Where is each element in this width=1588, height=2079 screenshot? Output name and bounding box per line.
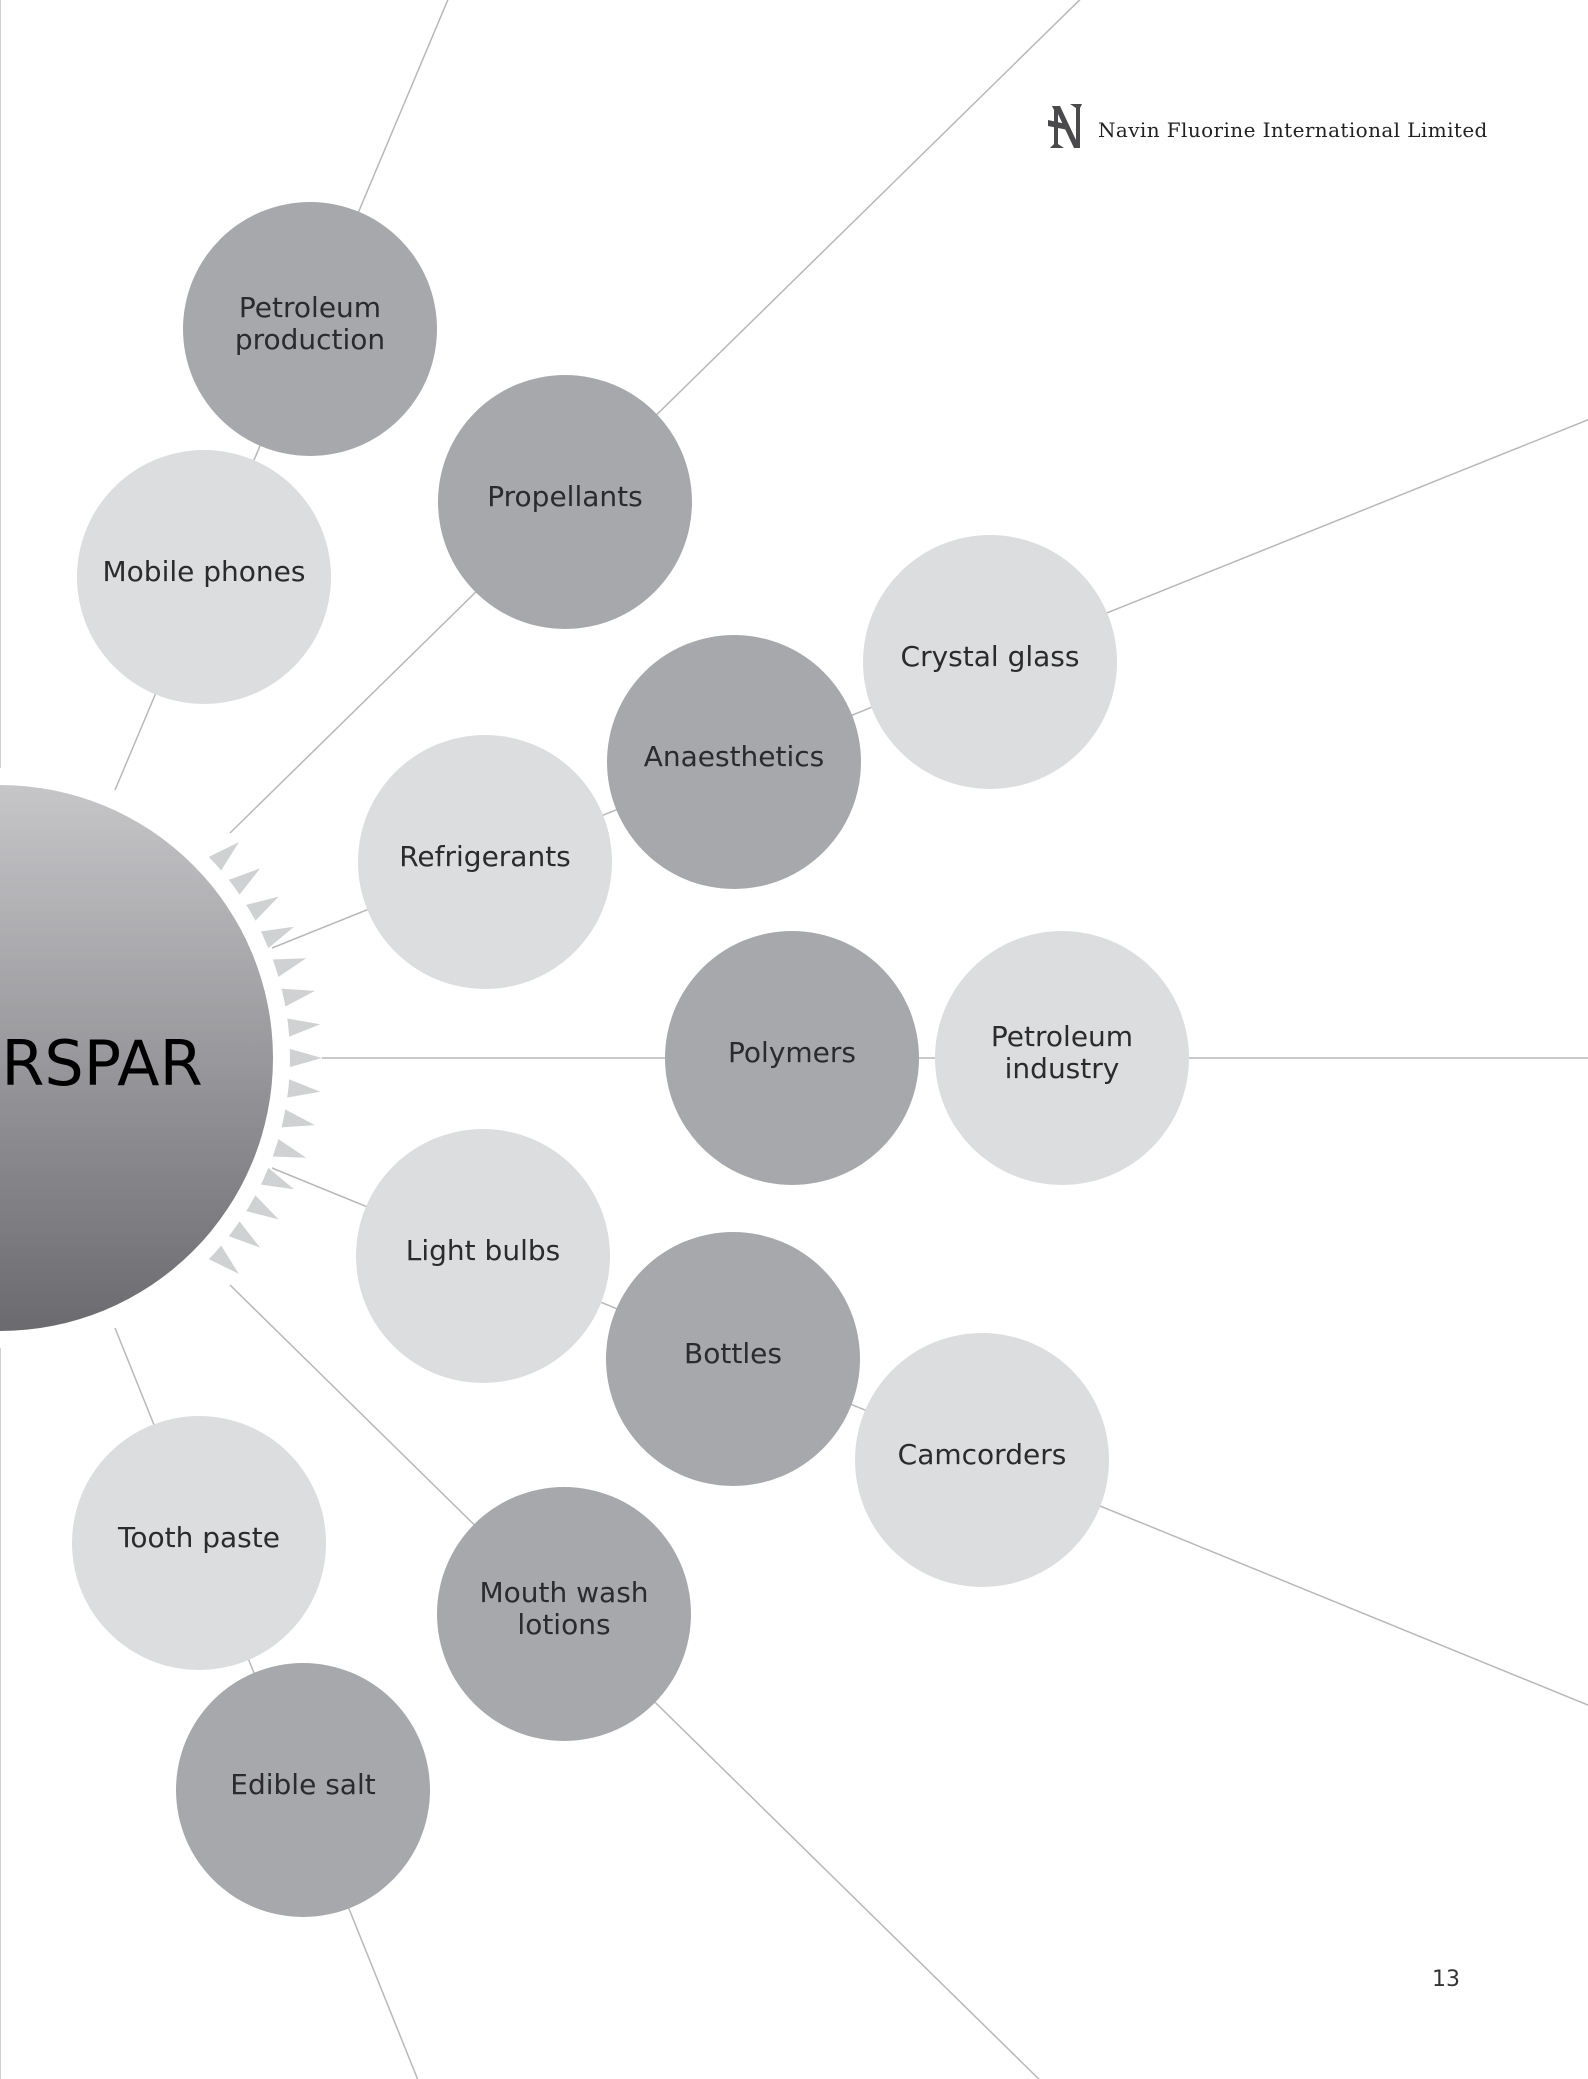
bubble-circle [437,1487,691,1741]
hub-spike [277,1107,315,1128]
hub-spike [283,1017,321,1039]
bubble-label: Bottles [684,1337,782,1370]
bubble-label: production [235,323,385,356]
bubble-anaesthetics: Anaesthetics [607,635,861,889]
bubble-edible-salt: Edible salt [176,1663,430,1917]
bubble-circle [183,202,437,456]
bubble-circle [855,1333,1109,1587]
bubble-label: Polymers [728,1036,856,1069]
bubble-label: Crystal glass [901,640,1080,673]
bubble-label: Tooth paste [117,1521,280,1554]
bubble-bottles: Bottles [606,1232,860,1486]
bubble-propellants: Propellants [438,375,692,629]
hub-spike [277,988,315,1009]
bubble-circle [356,1129,610,1383]
bubble-circle [606,1232,860,1486]
bubble-label: Petroleum [991,1020,1133,1053]
hub-circle [0,785,273,1331]
bubble-circle [176,1663,430,1917]
bubble-label: Mobile phones [103,555,306,588]
nfil-monogram-icon [1048,104,1082,148]
connector-line [229,0,1081,834]
hub-spike [285,1047,322,1069]
bubble-label: Mouth wash [479,1576,648,1609]
hub-spike [268,958,307,980]
bubble-light-bulbs: Light bulbs [356,1129,610,1383]
bubble-circle [72,1416,326,1670]
bubble-circle [665,931,919,1185]
hub-label: RSPAR [1,1027,202,1100]
bubble-label: industry [1005,1052,1120,1085]
bubble-mobile-phones: Mobile phones [77,450,331,704]
bubble-label: Anaesthetics [644,740,825,773]
bubble-polymers: Polymers [665,931,919,1185]
bubble-circle [358,735,612,989]
bubble-circle [935,931,1189,1185]
page-number: 13 [1432,1967,1460,1992]
bubble-circle [607,635,861,889]
bubble-label: Edible salt [230,1768,375,1801]
bubble-camcorders: Camcorders [855,1333,1109,1587]
bubble-tooth-paste: Tooth paste [72,1416,326,1670]
bubble-label: Camcorders [898,1438,1067,1471]
bubble-circle [77,450,331,704]
bubble-label: Light bulbs [406,1234,560,1267]
bubble-circle [438,375,692,629]
bubble-crystal-glass: Crystal glass [863,535,1117,789]
hub-spike [283,1077,321,1099]
bubble-label: Petroleum [239,291,381,324]
bubble-label: lotions [517,1608,610,1641]
bubble-circle [863,535,1117,789]
company-logo: Navin Fluorine International Limited [1046,100,1488,152]
bubble-refrigerants: Refrigerants [358,735,612,989]
company-name: Navin Fluorine International Limited [1098,118,1488,142]
bubble-label: Refrigerants [399,840,571,873]
bubble-label: Propellants [487,480,642,513]
hub-spike [268,1136,307,1158]
